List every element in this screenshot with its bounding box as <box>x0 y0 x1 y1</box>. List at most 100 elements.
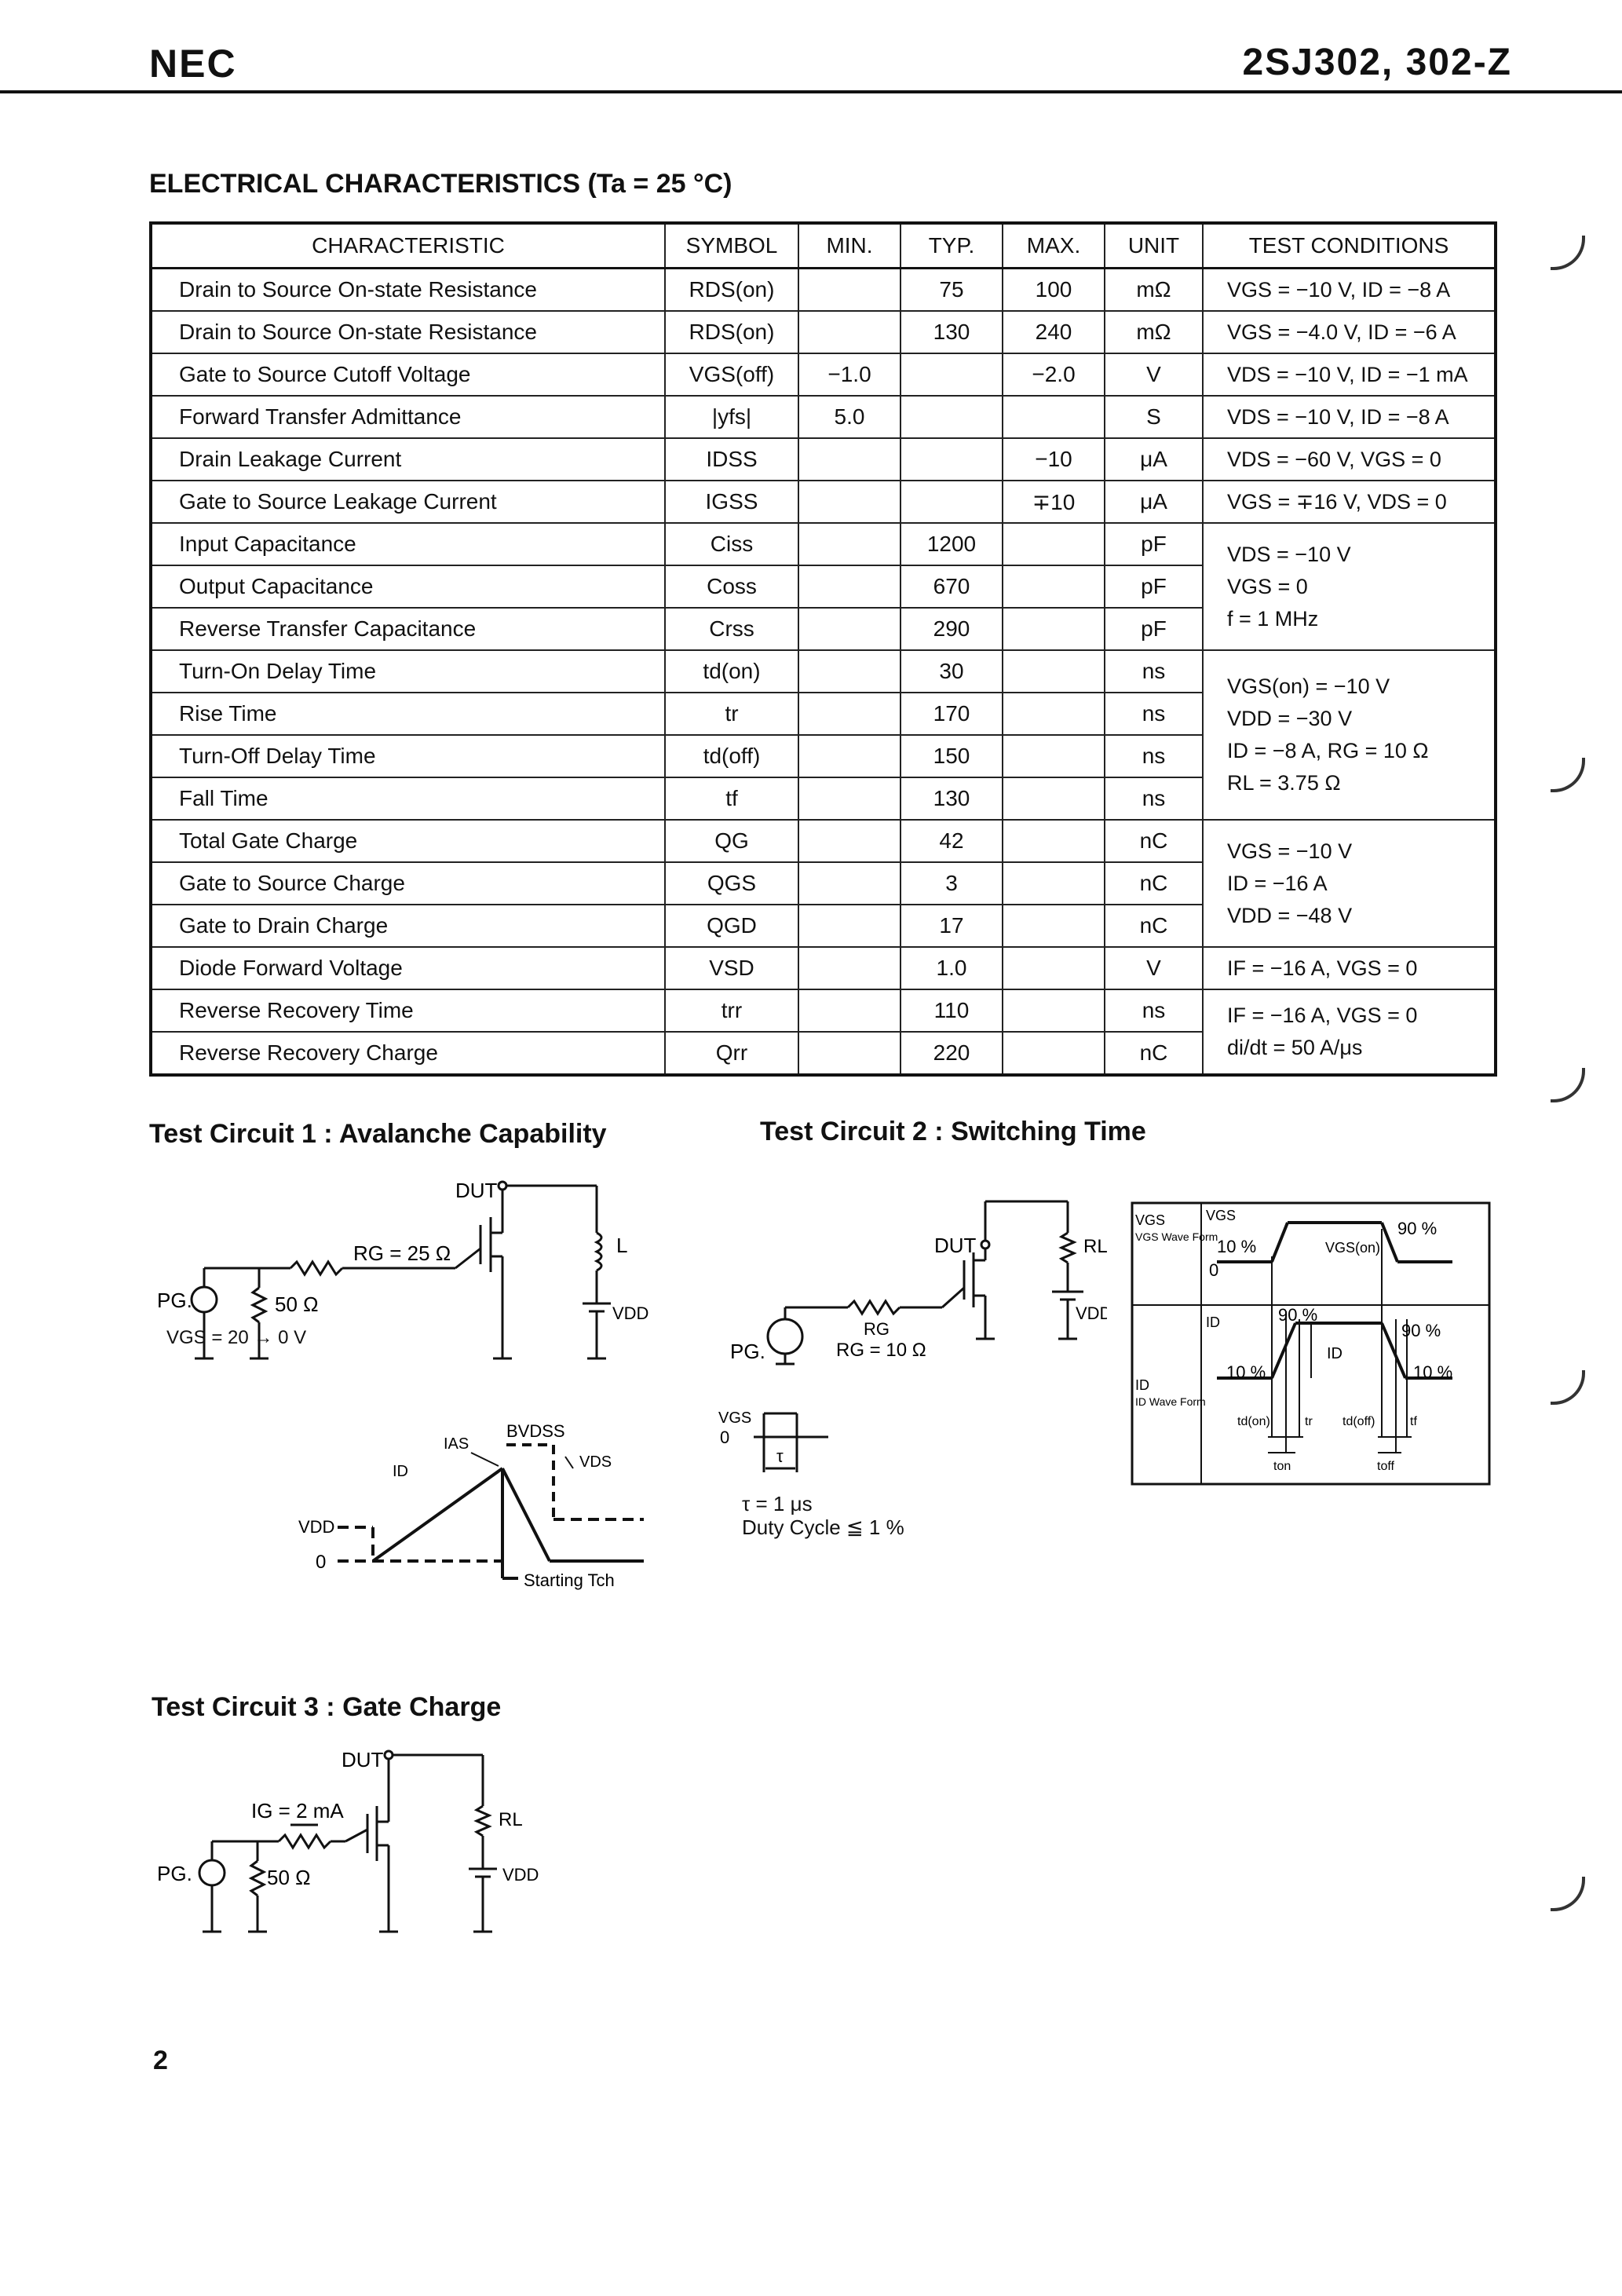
row-condition: VDS = −10 V, ID = −1 mA <box>1202 353 1496 397</box>
tc2-rl-label: RL <box>1083 1236 1107 1257</box>
row-unit: V <box>1104 946 1204 990</box>
row-condition: VDS = −60 V, VGS = 0 <box>1202 437 1496 481</box>
row-typ: 42 <box>900 819 1003 863</box>
tc2-pulse-zero-label: 0 <box>720 1428 729 1447</box>
row-symbol: QGD <box>664 904 799 948</box>
tc2-wf-tdon-label: td(on) <box>1237 1415 1270 1428</box>
row-typ: 3 <box>900 861 1003 905</box>
tc3-dut-label: DUT <box>342 1748 384 1771</box>
test-circuit-2-schematic: DUT RL RG RG = 10 Ω PG. VDD <box>730 1200 1107 1366</box>
row-symbol: trr <box>664 989 799 1033</box>
tc2-wf-tf-label: tf <box>1410 1415 1417 1428</box>
table-header-row: CHARACTERISTIC SYMBOL MIN. TYP. MAX. UNI… <box>150 222 1496 269</box>
row-min <box>798 480 901 524</box>
page-number: 2 <box>153 2046 168 2075</box>
row-unit: ns <box>1104 734 1204 778</box>
row-min: −1.0 <box>798 353 901 397</box>
col-symbol: SYMBOL <box>664 222 799 269</box>
tc2-vdd-label: VDD <box>1076 1303 1107 1323</box>
test-circuit-3-title: Test Circuit 3 : Gate Charge <box>152 1692 502 1722</box>
tc2-wf-tdoff-label: td(off) <box>1343 1415 1375 1428</box>
row-max: 240 <box>1002 310 1105 354</box>
row-min <box>798 607 901 651</box>
tc1-vdd-label: VDD <box>612 1303 648 1323</box>
col-typ: TYP. <box>900 222 1003 269</box>
test-circuit-2-waveform: VGS VGS Wave Form VGS 10 % 0 90 % VGS(on… <box>1131 1201 1491 1486</box>
row-unit: mΩ <box>1104 310 1204 354</box>
row-typ: 30 <box>900 649 1003 693</box>
tc2-wf-vgs-wave-label: VGS Wave Form <box>1135 1230 1218 1243</box>
row-typ: 170 <box>900 692 1003 736</box>
row-typ: 1.0 <box>900 946 1003 990</box>
table-row: Gate to Source Leakage Current IGSS ∓10 … <box>150 480 1496 524</box>
row-characteristic: Fall Time <box>150 777 666 821</box>
row-characteristic: Reverse Transfer Capacitance <box>150 607 666 651</box>
row-symbol: QGS <box>664 861 799 905</box>
tc2-wf-90pct-id-rise: 90 % <box>1278 1305 1317 1325</box>
row-typ: 110 <box>900 989 1003 1033</box>
table-row: Gate to Drain Charge QGD 17 nC <box>150 904 1496 948</box>
row-symbol: IDSS <box>664 437 799 481</box>
row-characteristic: Diode Forward Voltage <box>150 946 666 990</box>
tc2-tau-value: τ = 1 μs <box>742 1492 813 1515</box>
electrical-characteristics-table: CHARACTERISTIC SYMBOL MIN. TYP. MAX. UNI… <box>149 221 1497 1077</box>
tc1-r50-label: 50 Ω <box>275 1292 319 1316</box>
row-typ <box>900 353 1003 397</box>
tc1-vgs-label: VGS = 20 → 0 V <box>166 1327 307 1348</box>
row-max <box>1002 565 1105 609</box>
tc1-dut-label: DUT <box>455 1179 498 1202</box>
row-symbol: QG <box>664 819 799 863</box>
row-condition: VGS = ∓16 V, VDS = 0 <box>1202 480 1496 524</box>
row-unit: pF <box>1104 522 1204 566</box>
row-min <box>798 649 901 693</box>
tc2-wf-vgs-label: VGS <box>1135 1212 1165 1228</box>
row-symbol: IGSS <box>664 480 799 524</box>
row-condition: IF = −16 A, VGS = 0 <box>1202 946 1496 990</box>
row-unit: μA <box>1104 480 1204 524</box>
row-characteristic: Output Capacitance <box>150 565 666 609</box>
condition-line: f = 1 MHz <box>1227 606 1319 631</box>
row-typ: 75 <box>900 267 1003 312</box>
condition-line: VDS = −10 V <box>1227 542 1351 566</box>
row-typ: 130 <box>900 777 1003 821</box>
row-unit: pF <box>1104 607 1204 651</box>
table-row: Fall Time tf 130 ns <box>150 777 1496 821</box>
test-circuit-2-title: Test Circuit 2 : Switching Time <box>760 1117 1146 1146</box>
row-min <box>798 777 901 821</box>
tc2-wf-10pct-id-rise: 10 % <box>1226 1362 1266 1382</box>
row-unit: ns <box>1104 989 1204 1033</box>
test-circuit-2-pulse: VGS 0 τ <box>718 1409 828 1472</box>
condition-line: VGS = −10 V <box>1227 839 1353 863</box>
tc2-wf-90pct-id-fall: 90 % <box>1401 1321 1441 1340</box>
capacitance-conditions: VDS = −10 V VGS = 0 f = 1 MHz <box>1202 522 1496 651</box>
row-min <box>798 437 901 481</box>
table-row: Rise Time tr 170 ns <box>150 692 1496 736</box>
tc1-rg-label: RG = 25 Ω <box>353 1241 451 1265</box>
switching-conditions: VGS(on) = −10 V VDD = −30 V ID = −8 A, R… <box>1202 649 1496 821</box>
row-max <box>1002 777 1105 821</box>
row-unit: nC <box>1104 1031 1204 1076</box>
test-circuit-1-title: Test Circuit 1 : Avalanche Capability <box>149 1119 607 1149</box>
table-row: Drain to Source On-state Resistance RDS(… <box>150 310 1496 354</box>
row-characteristic: Input Capacitance <box>150 522 666 566</box>
row-min <box>798 565 901 609</box>
tc2-wf-id-label: ID <box>1135 1377 1149 1393</box>
row-unit: pF <box>1104 565 1204 609</box>
row-typ: 130 <box>900 310 1003 354</box>
row-unit: V <box>1104 353 1204 397</box>
tc2-wf-zero-label: 0 <box>1209 1260 1218 1280</box>
tc3-rl-label: RL <box>499 1809 523 1830</box>
table-row: Forward Transfer Admittance |yfs| 5.0 S … <box>150 395 1496 439</box>
row-symbol: VGS(off) <box>664 353 799 397</box>
row-min <box>798 267 901 312</box>
row-min <box>798 734 901 778</box>
test-circuit-1-schematic: DUT RG = 25 Ω L 50 Ω PG. VDD <box>157 1179 648 1360</box>
row-symbol: tr <box>664 692 799 736</box>
tc2-wf-vgs-axis-label: VGS <box>1206 1208 1236 1223</box>
row-max <box>1002 607 1105 651</box>
row-typ <box>900 437 1003 481</box>
col-min: MIN. <box>798 222 901 269</box>
tc2-wf-id-inner-label: ID <box>1327 1345 1343 1362</box>
row-max <box>1002 904 1105 948</box>
table-row: Diode Forward Voltage VSD 1.0 V IF = −16… <box>150 946 1496 990</box>
